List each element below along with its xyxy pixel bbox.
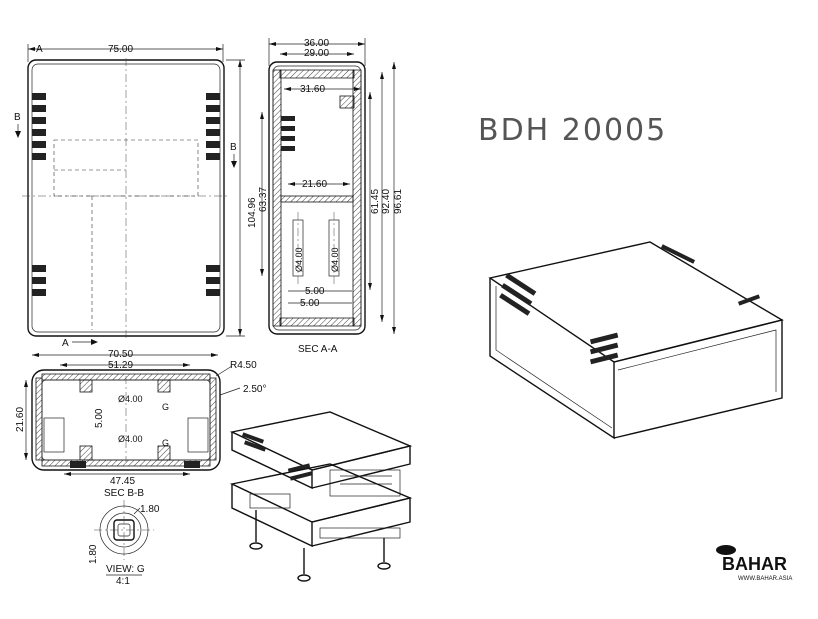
sec-a-hole2: Ø4.00 [330,247,340,272]
sec-b-outer-width: 70.50 [108,349,133,360]
brand-website: WWW.BAHAR.ASIA [738,576,792,582]
front-section-b-left: B [14,112,21,123]
brand-logo: BAHAR WWW.BAHAR.ASIA [716,545,792,582]
front-view: 75.00 A [14,44,258,349]
front-vents-left [32,93,46,296]
sec-a-h3: 96.61 [393,189,404,214]
front-section-a-bottom: A [62,338,69,349]
detail-dim1: 1.80 [140,504,160,515]
sec-a-left-height: 63.37 [258,187,269,212]
sec-b-bottom-width: 47.45 [110,476,135,487]
front-width-label: 75.00 [108,44,133,55]
sec-a-hole1: Ø4.00 [294,247,304,272]
sec-a-h2: 92.40 [381,189,392,214]
front-vents-right [206,93,220,296]
sec-b-height: 21.60 [15,407,26,432]
sec-b-inner-width: 51.29 [108,360,133,371]
sec-a-mid-inner: 21.60 [302,179,327,190]
front-section-a-top: A [36,44,43,55]
sec-b-detail-ref-1: G [162,402,169,412]
detail-scale: 4:1 [116,576,130,587]
section-a-a: 36.00 29.00 31.60 21.60 [258,38,404,355]
exploded-view [229,411,413,582]
isometric-view [488,241,784,440]
front-section-b-right: B [230,142,237,153]
sec-a-inner-width: 29.00 [304,48,329,59]
brand-name: BAHAR [722,554,787,574]
sec-a-top-inner: 31.60 [300,84,325,95]
screws [249,510,391,582]
sec-b-boss-height: 5.00 [94,408,105,428]
detail-title: VIEW: G [106,564,145,575]
sec-b-radius: R4.50 [230,360,257,371]
sec-a-h1: 61.45 [370,189,381,214]
sec-b-title: SEC B-B [104,488,144,499]
detail-dim2: 1.80 [88,544,99,564]
sec-a-outer-width: 36.00 [304,38,329,49]
section-b-b: 70.50 51.29 Ø4.00 Ø4.00 G G 5.00 21.60 R… [15,349,266,499]
sec-a-boss2: 5.00 [300,298,320,309]
sec-b-detail-ref-2: G [162,438,169,448]
model-title: BDH 20005 [478,113,667,148]
sec-b-angle: 2.50° [243,384,266,395]
sec-a-boss1: 5.00 [305,286,325,297]
sec-a-title: SEC A-A [298,344,338,355]
detail-view-g: 1.80 1.80 VIEW: G 4:1 [88,500,160,587]
sec-b-hole2: Ø4.00 [118,434,143,444]
sec-b-hole1: Ø4.00 [118,394,143,404]
front-height-label: 104.96 [247,197,258,228]
